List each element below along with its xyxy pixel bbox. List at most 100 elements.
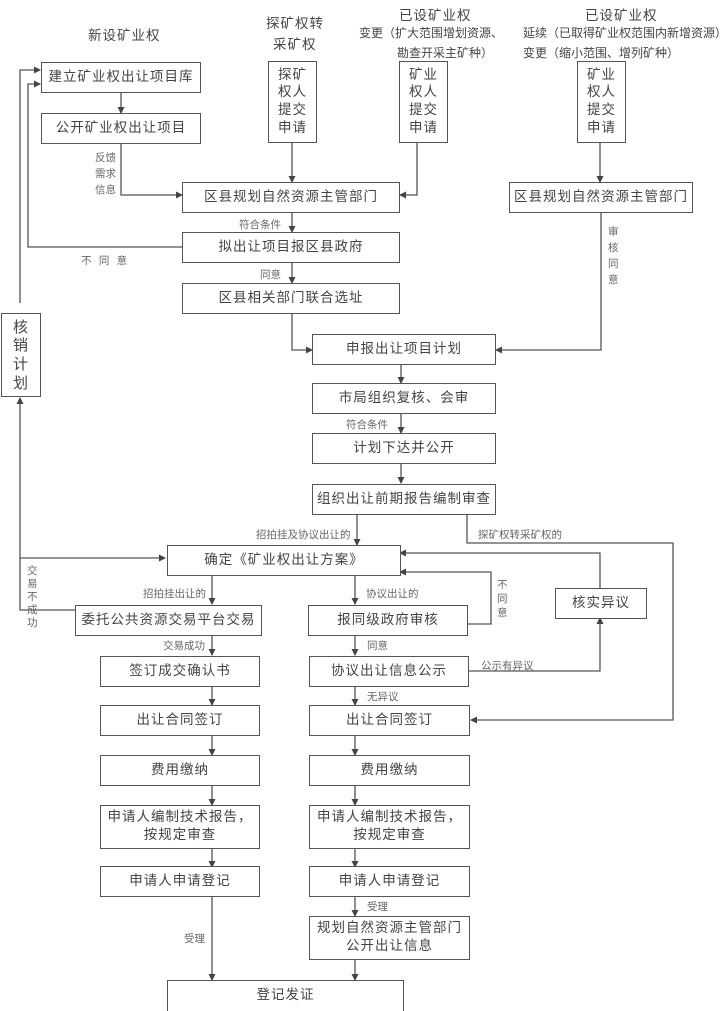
box-text-line: 公开出让信息 [346, 938, 433, 954]
box-text-line: 矿业 [587, 66, 616, 83]
box-tech-report-left: 申请人编制技术报告， 按规定审查 [100, 805, 260, 849]
label-line: 不 [27, 591, 38, 603]
box-agreement-publicity: 协议出让信息公示 [309, 656, 469, 687]
box-text-line: 计 [12, 355, 29, 373]
label-review-agree: 审 核 同 意 [608, 224, 619, 288]
label-line: 需求 [95, 168, 116, 180]
box-city-review: 市局组织复核、会审 [312, 383, 496, 414]
label-line: 功 [27, 617, 38, 629]
box-county-dept-a: 区县规划自然资源主管部门 [182, 182, 400, 213]
arrow-publicity-objection [467, 617, 604, 672]
arrow-gov-disagree [399, 568, 492, 625]
label-line: 交 [27, 565, 38, 577]
label-line: 反馈 [95, 152, 116, 164]
arrow-review-agree [495, 212, 602, 354]
label-publicity-objection: 公示有异议 [481, 660, 534, 672]
box-text-line: 申请 [278, 119, 307, 136]
label-line: 易 [27, 578, 38, 590]
box-explorer-submit: 探矿 权人 提交 申请 [268, 61, 317, 143]
box-build-library: 建立矿业权出让项目库 [41, 62, 201, 93]
box-text-line: 划 [12, 373, 29, 392]
box-holder-submit-b: 矿业 权人 提交 申请 [577, 61, 626, 143]
box-text-line: 申请 [587, 119, 616, 136]
box-text-line: 提交 [278, 102, 307, 118]
box-text-line: 权人 [278, 84, 307, 101]
box-contract-right: 出让合同签订 [309, 705, 470, 736]
header-existing-a-l1: 变更（扩大范围增划资源、 [359, 26, 504, 40]
label-agree-2: 同意 [367, 640, 388, 652]
box-entrust-trading: 委托公共资源交易平台交易 [75, 605, 262, 636]
box-text-line: 探矿 [278, 66, 307, 83]
box-joint-site-selection: 区县相关部门联合选址 [182, 283, 400, 314]
box-text-line: 核 [12, 317, 29, 336]
label-line: 同 [608, 258, 619, 270]
box-pre-report-review: 组织出让前期报告编制审查 [312, 484, 496, 515]
box-text-line: 权人 [587, 84, 616, 101]
box-apply-reg-left: 申请人申请登记 [100, 866, 260, 897]
label-agree-1: 同意 [260, 269, 281, 281]
header-existing-a-title: 已设矿业权 [399, 8, 472, 24]
box-report-county-gov: 拟出让项目报区县政府 [182, 232, 400, 263]
box-publish-info: 规划自然资源主管部门 公开出让信息 [309, 916, 470, 960]
label-trade-failed: 交 易 不 成 功 [27, 565, 38, 630]
box-text-line: 提交 [587, 102, 616, 118]
header-new-right: 新设矿业权 [88, 28, 161, 44]
arrow-feedback-to-county [120, 143, 183, 199]
box-tech-report-right: 申请人编制技术报告， 按规定审查 [309, 805, 470, 849]
label-agreement-transfer: 协议出让的 [366, 588, 419, 600]
box-text-line: 申请人编制技术报告， [107, 809, 253, 826]
label-no-objection: 无异议 [367, 691, 399, 703]
box-apply-reg-right: 申请人申请登记 [309, 866, 470, 897]
box-confirm-scheme: 确定《矿业权出让方案》 [167, 545, 401, 576]
label-line: 不 [497, 579, 508, 591]
header-existing-b-l1: 延续（已取得矿业权范围内新增资源） [523, 26, 720, 40]
label-feedback: 反馈 需求 信息 [95, 150, 116, 198]
box-report-gov-review: 报同级政府审核 [308, 605, 468, 636]
box-register-certificate: 登记发证 [167, 980, 404, 1011]
label-exploration-to-mining: 探矿权转采矿权的 [478, 529, 562, 541]
box-contract-left: 出让合同签订 [100, 705, 260, 736]
header-existing-b-l2: 变更（缩小范围、增列矿种） [523, 46, 680, 60]
label-bid-transfer: 招拍挂出让的 [143, 588, 206, 600]
box-sign-confirmation: 签订成交确认书 [100, 656, 260, 687]
label-line: 信息 [95, 184, 116, 196]
label-line: 意 [497, 607, 508, 619]
box-text-line: 权人 [409, 84, 438, 101]
arrow-objection-to-scheme [399, 549, 601, 589]
arrow-disagree-loop [27, 80, 182, 248]
label-line: 审 [608, 226, 619, 238]
label-disagree: 不 同 意 [81, 255, 130, 267]
box-verify-objection: 核实异议 [555, 588, 647, 619]
header-exploration-l1: 探矿权转 [266, 16, 324, 32]
box-text-line: 规划自然资源主管部门 [317, 920, 462, 937]
box-text-line: 矿业 [409, 66, 438, 83]
label-line: 意 [608, 274, 619, 286]
box-text-line: 销 [12, 336, 29, 355]
arrow-site-to-declare [291, 313, 313, 354]
label-line: 成 [27, 604, 38, 616]
box-plan-issue: 计划下达并公开 [312, 433, 496, 464]
arrow-holder-a-to-county [399, 143, 418, 199]
label-accepted-right: 受理 [367, 901, 388, 913]
box-text-line: 申请人编制技术报告， [317, 809, 462, 826]
box-text-line: 提交 [409, 102, 438, 118]
box-declare-plan: 申报出让项目计划 [312, 334, 496, 365]
label-meets-conditions-2: 符合条件 [346, 419, 388, 431]
arrow-exploration-to-contract [466, 515, 674, 724]
header-exploration-l2: 采矿权 [273, 37, 317, 53]
label-line: 同 [497, 593, 508, 605]
box-text-line: 按规定审查 [353, 827, 426, 843]
box-text-line: 按规定审查 [143, 827, 217, 843]
arrow-cancel-to-library [19, 66, 41, 303]
label-line: 核 [608, 242, 619, 254]
label-meets-conditions-1: 符合条件 [239, 219, 281, 231]
label-trade-success: 交易成功 [163, 640, 205, 652]
label-accepted-left: 受理 [184, 933, 205, 945]
label-disagree-short: 不 同 意 [497, 578, 508, 620]
box-cancel-plan: 核 销 计 划 [1, 313, 41, 397]
header-existing-b-title: 已设矿业权 [585, 8, 658, 24]
box-holder-submit-a: 矿业 权人 提交 申请 [399, 61, 448, 143]
box-fee-left: 费用缴纳 [100, 755, 260, 786]
label-bid-and-agreement: 招拍挂及协议出让的 [256, 529, 351, 541]
